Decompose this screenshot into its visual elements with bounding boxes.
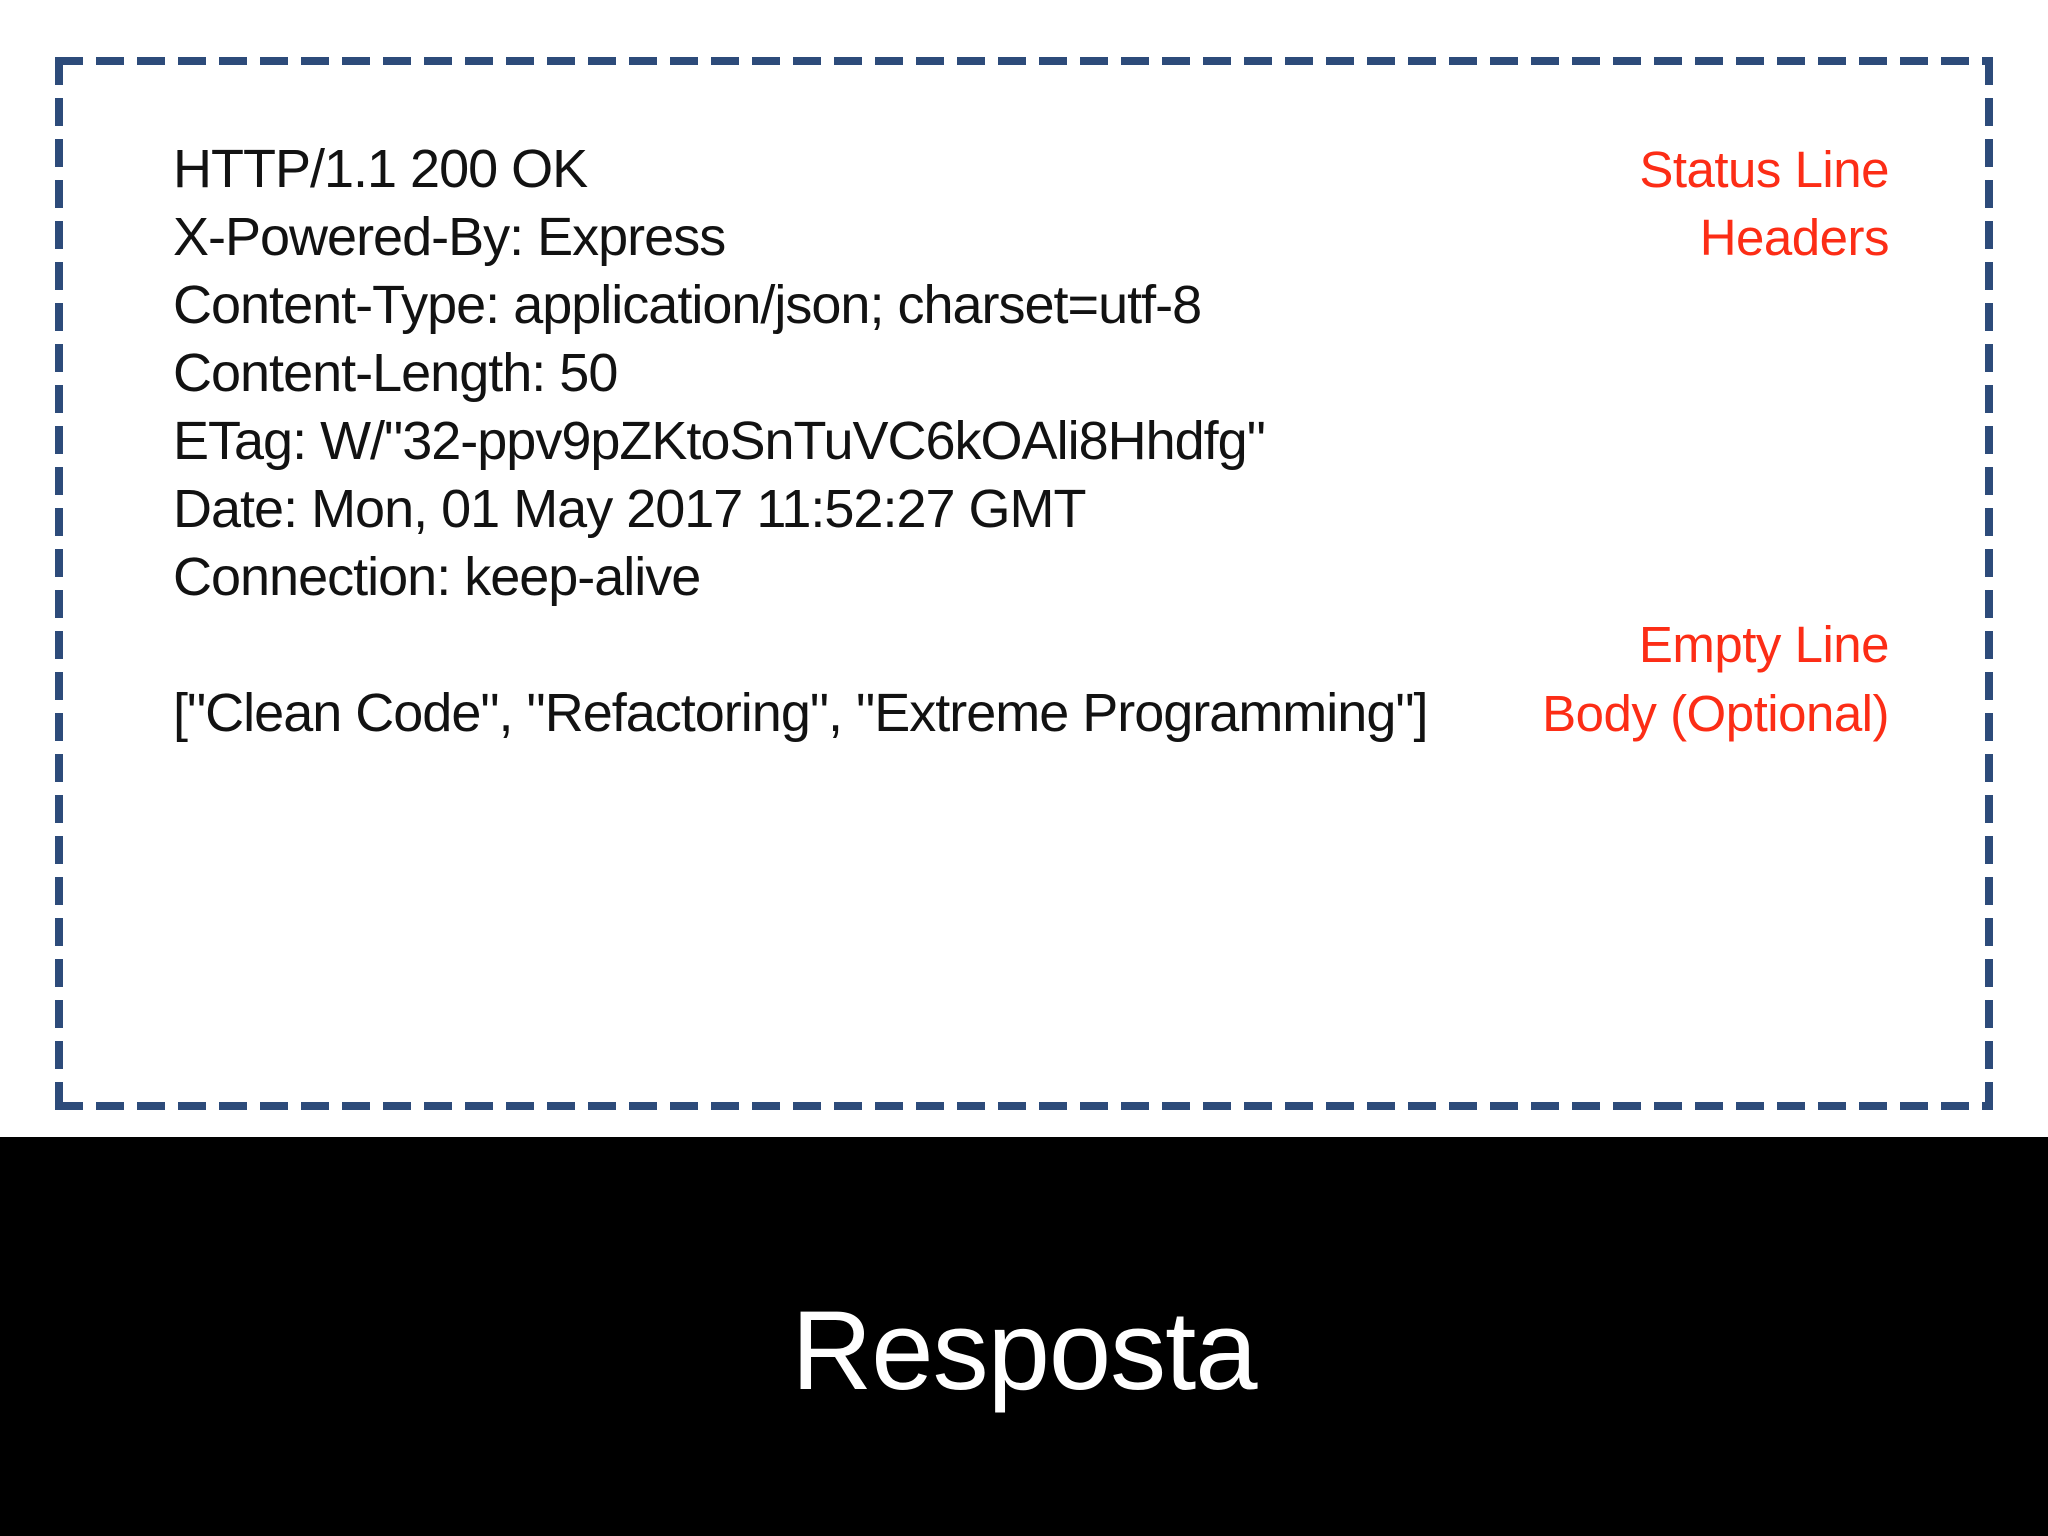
http-response-content: HTTP/1.1 200 OK Status Line X-Powered-By… bbox=[173, 135, 1890, 747]
header-text: Date: Mon, 01 May 2017 11:52:27 GMT bbox=[173, 479, 1087, 539]
status-line-row: HTTP/1.1 200 OK Status Line bbox=[173, 135, 1889, 203]
headers-annotation: Headers bbox=[1699, 209, 1890, 266]
header-row: Content-Length: 50 bbox=[173, 339, 1889, 407]
header-row: ETag: W/"32-ppv9pZKtoSnTuVC6kOAli8Hhdfg" bbox=[173, 407, 1889, 475]
header-row: Connection: keep-alive bbox=[173, 543, 1889, 611]
header-text: Content-Length: 50 bbox=[173, 343, 618, 403]
header-row: Content-Type: application/json; charset=… bbox=[173, 271, 1889, 339]
empty-line-annotation: Empty Line bbox=[1638, 616, 1890, 673]
http-response-box: HTTP/1.1 200 OK Status Line X-Powered-By… bbox=[55, 57, 1993, 1110]
empty-line-row: Empty Line bbox=[173, 611, 1890, 679]
body-text: ["Clean Code", "Refactoring", "Extreme P… bbox=[173, 683, 1429, 743]
header-text: Connection: keep-alive bbox=[173, 547, 701, 607]
slide-title: Resposta bbox=[791, 1288, 1257, 1413]
header-text: Content-Type: application/json; charset=… bbox=[173, 275, 1202, 335]
status-line-text: HTTP/1.1 200 OK bbox=[173, 139, 588, 199]
header-row: X-Powered-By: Express Headers bbox=[173, 203, 1890, 271]
body-row: ["Clean Code", "Refactoring", "Extreme P… bbox=[173, 679, 1889, 747]
body-annotation: Body (Optional) bbox=[1542, 685, 1889, 742]
header-text: ETag: W/"32-ppv9pZKtoSnTuVC6kOAli8Hhdfg" bbox=[173, 411, 1266, 471]
footer-band: Resposta bbox=[0, 1137, 2048, 1536]
header-row: Date: Mon, 01 May 2017 11:52:27 GMT bbox=[173, 475, 1889, 543]
header-text: X-Powered-By: Express bbox=[173, 207, 726, 267]
status-line-annotation: Status Line bbox=[1639, 141, 1889, 198]
